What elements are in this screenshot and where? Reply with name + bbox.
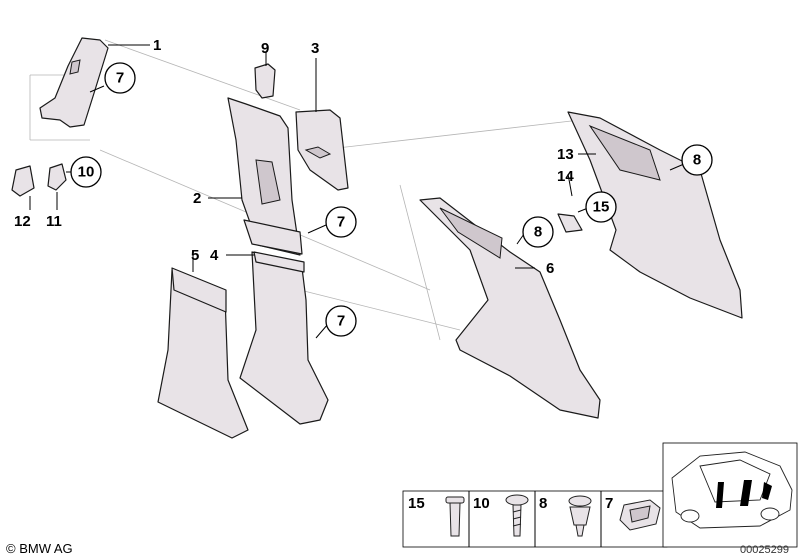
legend-label-10: 10 <box>473 495 490 512</box>
legend-label-8: 8 <box>539 495 547 512</box>
part-12-cap <box>11 165 35 197</box>
copyright: © BMW AG <box>6 541 73 556</box>
svg-text:7: 7 <box>337 214 345 231</box>
svg-text:15: 15 <box>593 199 610 216</box>
callout-10: 10 <box>70 156 102 188</box>
callout-8-b: 8 <box>681 144 713 176</box>
label-14: 14 <box>557 168 574 185</box>
label-2: 2 <box>193 190 201 207</box>
part-5-lower-pillar-trim <box>157 267 249 439</box>
part-13-rear-side-panel <box>567 111 743 319</box>
diagram-number: 00025299 <box>740 544 789 556</box>
callout-7-c: 7 <box>325 305 357 337</box>
callout-15: 15 <box>585 191 617 223</box>
label-4: 4 <box>210 247 219 264</box>
legend-label-7: 7 <box>605 495 613 512</box>
leader-lines <box>29 44 685 339</box>
assembly-guide-lines <box>29 39 581 341</box>
label-12: 12 <box>14 213 31 230</box>
legend-label-15: 15 <box>408 495 425 512</box>
part-4-b-pillar-lower-trim <box>239 251 329 425</box>
callout-7-b: 7 <box>325 206 357 238</box>
callout-7-a: 7 <box>104 62 136 94</box>
screw-icon <box>505 494 529 537</box>
vehicle-location-thumbnail <box>662 442 798 548</box>
label-13: 13 <box>557 146 574 163</box>
part-6-rear-side-trim <box>419 197 601 419</box>
svg-text:8: 8 <box>693 152 701 169</box>
part-2-b-pillar-upper-trim <box>227 97 303 256</box>
expanding-clip-icon <box>568 495 592 537</box>
trim-clip-icon <box>619 499 661 531</box>
label-11: 11 <box>46 213 62 230</box>
circled-callouts: 7 10 7 7 8 15 8 <box>70 62 713 337</box>
part-labels: 1 9 3 2 5 4 6 13 14 12 11 <box>14 37 574 277</box>
push-rivet-icon <box>445 496 465 537</box>
svg-text:7: 7 <box>337 313 345 330</box>
callout-8-a: 8 <box>522 216 554 248</box>
fastener-legend: 15 10 8 7 <box>402 490 668 548</box>
part-1-a-pillar-trim <box>39 37 109 128</box>
svg-text:8: 8 <box>534 224 542 241</box>
svg-text:10: 10 <box>78 164 95 181</box>
label-1: 1 <box>153 37 161 54</box>
label-9: 9 <box>261 40 269 57</box>
part-3-cover <box>295 109 349 191</box>
label-5: 5 <box>191 247 199 264</box>
label-3: 3 <box>311 40 319 57</box>
part-9-bracket <box>254 63 276 99</box>
label-6: 6 <box>546 260 554 277</box>
part-10-fastener <box>47 163 67 191</box>
part-14-plug <box>557 213 583 233</box>
svg-text:7: 7 <box>116 70 124 87</box>
